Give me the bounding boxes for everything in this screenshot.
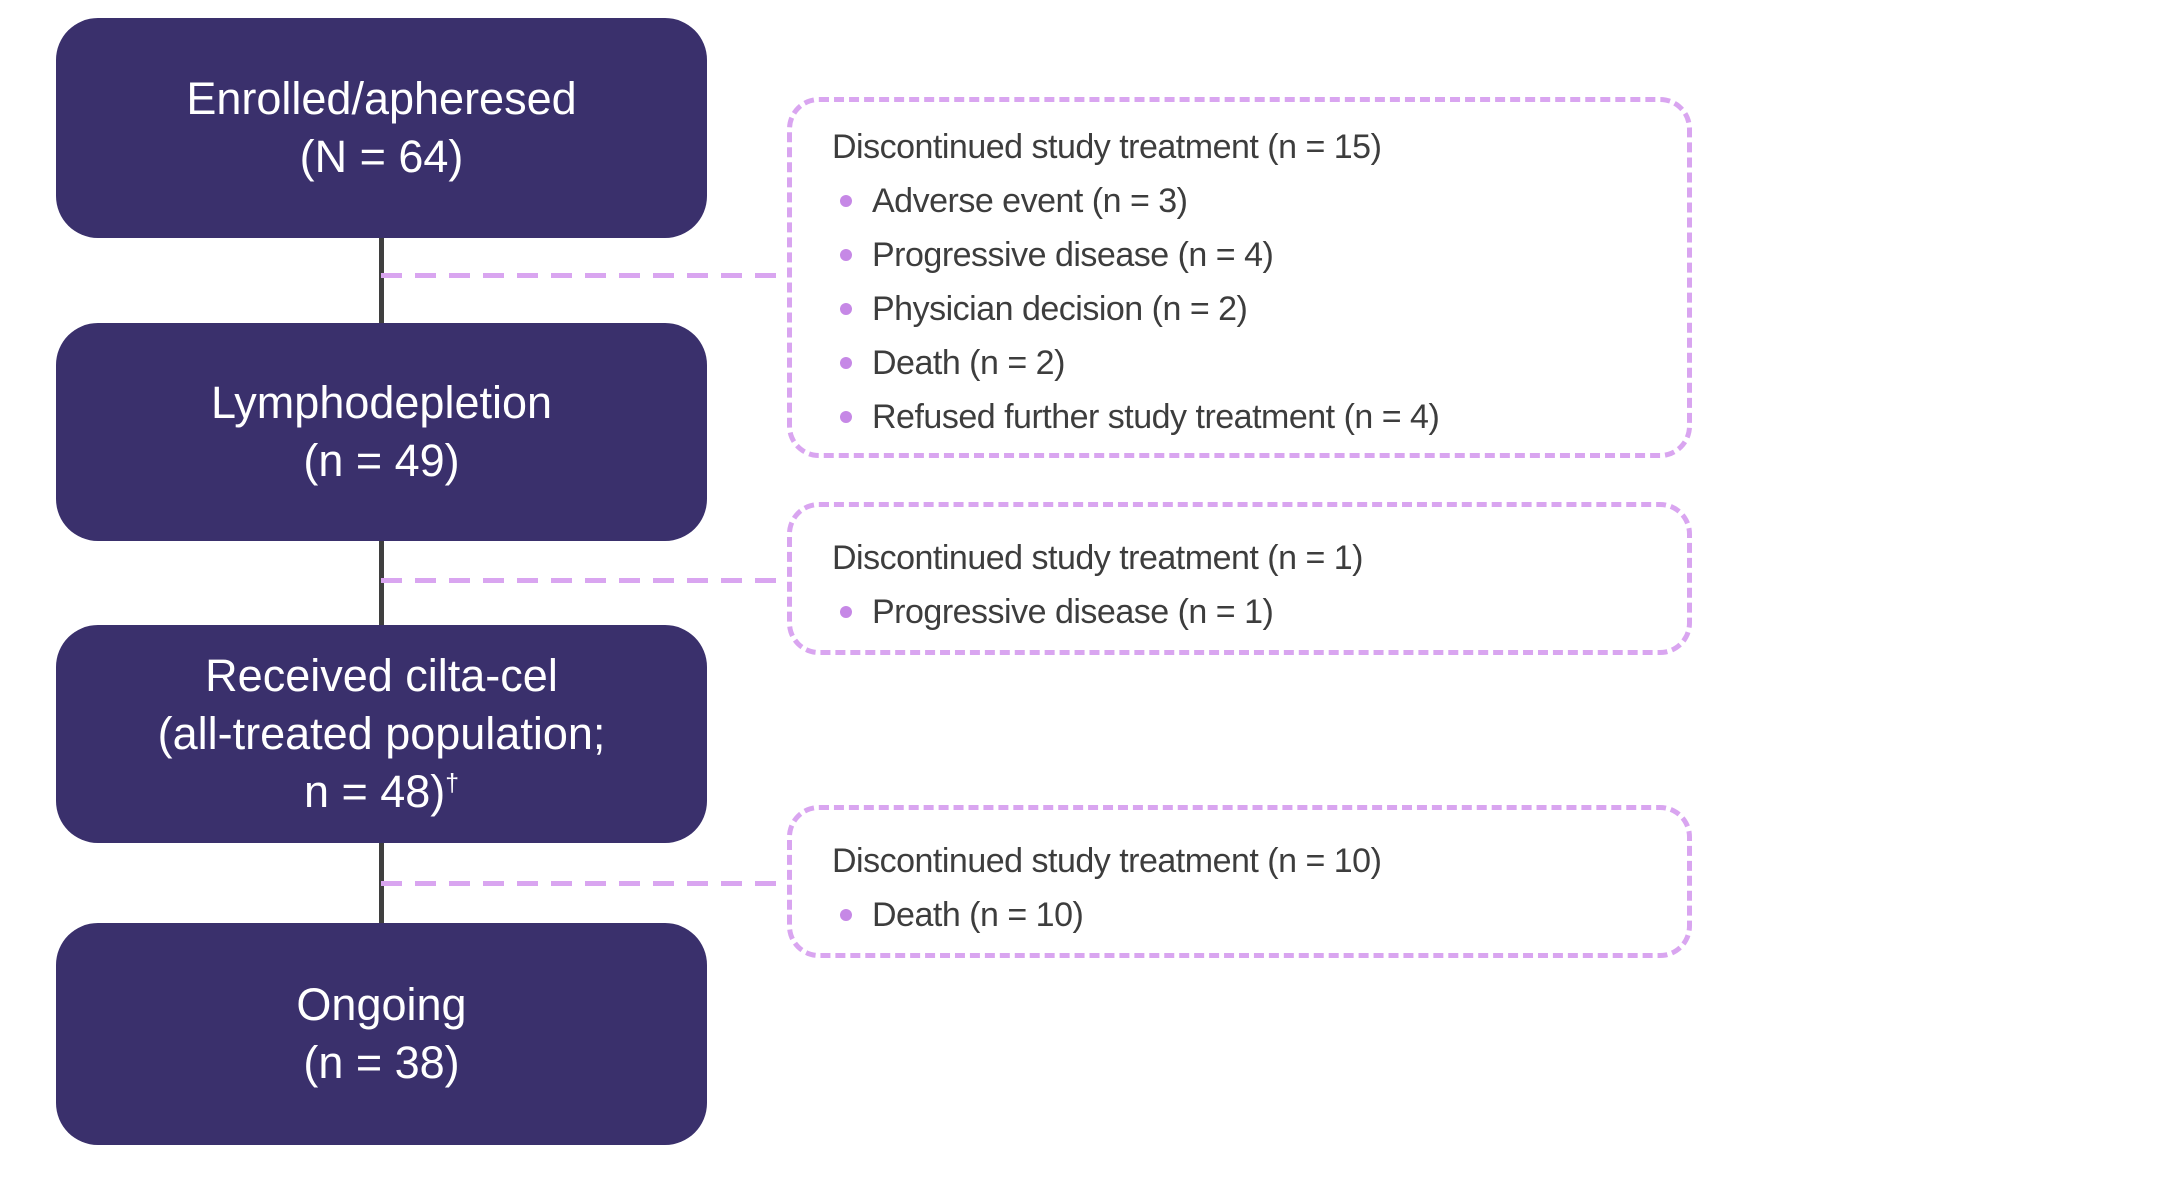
bullet-text: Death (n = 10) — [872, 895, 1084, 934]
flow-box-ongoing: Ongoing (n = 38) — [56, 923, 707, 1145]
bullet-dot-icon — [840, 357, 852, 369]
side-box-discontinued-2: Discontinued study treatment (n = 1) Pro… — [787, 502, 1692, 655]
list-item: Progressive disease (n = 1) — [832, 585, 1659, 639]
bullet-dot-icon — [840, 606, 852, 618]
flow-box-line-text: n = 48) — [303, 766, 446, 817]
dagger-footnote-mark: † — [445, 770, 460, 797]
flow-box-line: Received cilta-cel — [205, 650, 558, 701]
flow-box-enrolled: Enrolled/apheresed (N = 64) — [56, 18, 707, 238]
flow-box-line: Enrolled/apheresed — [186, 73, 577, 124]
flow-box-line: (n = 49) — [303, 435, 460, 486]
connector-vertical-2 — [379, 541, 384, 625]
connector-vertical-1 — [379, 238, 384, 323]
connector-dashed-3 — [381, 881, 787, 886]
list-item: Physician decision (n = 2) — [832, 282, 1659, 336]
flow-box-line: (all-treated population; — [157, 708, 606, 759]
side-box-discontinued-1: Discontinued study treatment (n = 15) Ad… — [787, 97, 1692, 458]
flow-box-line: Ongoing — [296, 979, 467, 1030]
list-item: Adverse event (n = 3) — [832, 174, 1659, 228]
list-item: Refused further study treatment (n = 4) — [832, 390, 1659, 444]
flow-box-cilta-cel: Received cilta-cel (all-treated populati… — [56, 625, 707, 843]
connector-dashed-1 — [381, 273, 787, 278]
bullet-text: Refused further study treatment (n = 4) — [872, 397, 1440, 436]
bullet-text: Physician decision (n = 2) — [872, 289, 1248, 328]
flow-box-line: (N = 64) — [299, 131, 464, 182]
bullet-dot-icon — [840, 249, 852, 261]
flow-box-line: (n = 38) — [303, 1037, 460, 1088]
bullet-text: Progressive disease (n = 1) — [872, 592, 1274, 631]
side-box-title: Discontinued study treatment (n = 10) — [832, 842, 1382, 880]
side-box-title: Discontinued study treatment (n = 15) — [832, 128, 1382, 166]
flow-box-line: Lymphodepletion — [210, 377, 553, 428]
bullet-dot-icon — [840, 909, 852, 921]
side-box-title: Discontinued study treatment (n = 1) — [832, 539, 1364, 577]
list-item: Death (n = 2) — [832, 336, 1659, 390]
flow-box-lymphodepletion: Lymphodepletion (n = 49) — [56, 323, 707, 541]
list-item: Death (n = 10) — [832, 888, 1659, 942]
bullet-dot-icon — [840, 303, 852, 315]
bullet-text: Adverse event (n = 3) — [872, 181, 1188, 220]
bullet-dot-icon — [840, 411, 852, 423]
bullet-text: Progressive disease (n = 4) — [872, 235, 1274, 274]
connector-dashed-2 — [381, 578, 787, 583]
flow-box-line: n = 48)† — [304, 763, 459, 821]
list-item: Progressive disease (n = 4) — [832, 228, 1659, 282]
bullet-text: Death (n = 2) — [872, 343, 1065, 382]
bullet-dot-icon — [840, 195, 852, 207]
side-box-discontinued-3: Discontinued study treatment (n = 10) De… — [787, 805, 1692, 958]
